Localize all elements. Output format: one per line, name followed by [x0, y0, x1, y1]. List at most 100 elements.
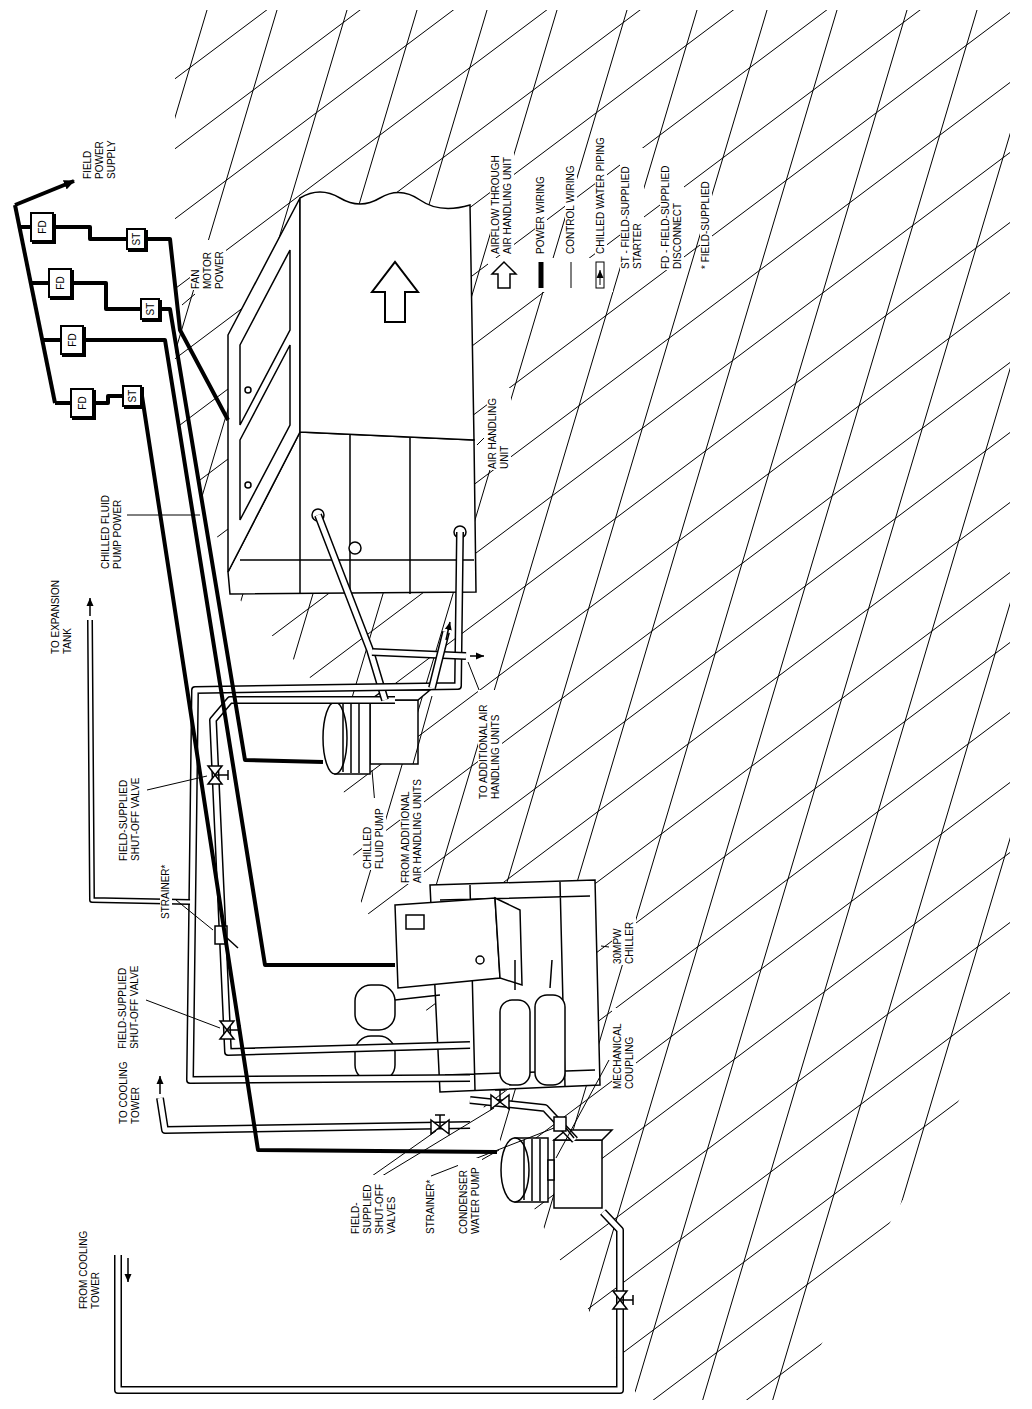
- floor-grid-line: [0, 1046, 1032, 1409]
- leader-line: [127, 294, 609, 1176]
- callout-label: 30MPW CHILLER: [612, 913, 636, 965]
- callout-label: CONDENSER WATER PUMP: [458, 1158, 482, 1235]
- chiller-unit: [395, 898, 500, 988]
- callout-label: MECHANICAL COUPLING: [612, 1008, 636, 1090]
- air-handling-unit: [228, 192, 476, 594]
- floor-grid-line: [0, 0, 1032, 350]
- flow-arrow: [89, 598, 91, 616]
- pipe-outline: [470, 1100, 575, 1140]
- floor-grid-line: [0, 0, 1032, 140]
- pipe-outline: [118, 1212, 620, 1390]
- leader-line: [182, 294, 195, 305]
- legend-sample: [488, 258, 613, 292]
- valve-symbol: [495, 1090, 505, 1102]
- condenser-water-pump: [501, 1138, 529, 1202]
- callout-label: FAN MOTOR POWER: [190, 240, 226, 290]
- floor-grid-line: [0, 206, 1032, 980]
- legend-sample: [571, 262, 572, 288]
- leader-line: [413, 696, 432, 764]
- floor-grid-line: [0, 626, 1032, 1400]
- node-label: ST: [131, 233, 142, 246]
- legend-sample: [600, 270, 601, 285]
- chilled-fluid-pump: [343, 703, 359, 773]
- disconnect-box: FD: [48, 268, 72, 298]
- leader-line: [176, 900, 213, 930]
- valve-symbol: [435, 1115, 445, 1127]
- floor-grid-line: [0, 556, 1032, 1330]
- legend-text: AIRFLOW THROUGH AIR HANDLING UNIT: [490, 148, 514, 255]
- air-handling-unit: [349, 542, 361, 554]
- air-handling-unit: [240, 345, 290, 520]
- legend-sample: [539, 262, 544, 288]
- floor-grid-line: [0, 0, 210, 1409]
- floor-grid-line: [0, 976, 1032, 1409]
- power-wiring: [146, 239, 228, 420]
- power-wiring: [15, 181, 497, 1152]
- chilled-fluid-pump: [370, 700, 418, 764]
- power-wire: [72, 283, 140, 309]
- floor-grid-line: [0, 0, 1032, 700]
- chiller-unit: [476, 956, 484, 964]
- condenser-water-pump: [524, 1139, 540, 1201]
- chiller-unit: [406, 915, 424, 929]
- chiller-unit: [355, 985, 395, 1030]
- flow-arrow: [90, 598, 484, 1282]
- callout-label: FROM ADDITIONAL AIR HANDLING UNITS: [400, 774, 424, 884]
- floor-grid-line: [0, 0, 1032, 420]
- flow-arrow: [127, 1258, 129, 1282]
- floor-grid-line: [910, 0, 1032, 1409]
- disconnect-box: FD: [30, 212, 54, 242]
- leader-line: [477, 438, 484, 445]
- pipe-fill: [190, 532, 470, 1080]
- floor-grid-line: [140, 0, 560, 1409]
- floor-grid-line: [0, 276, 1032, 1050]
- power-wiring: [19, 227, 70, 403]
- chiller-unit: [395, 960, 552, 1050]
- air-handling-unit: [300, 192, 474, 440]
- floor-grid-line: [0, 696, 1032, 1409]
- callout-label: STRAINER*: [425, 1179, 437, 1235]
- valve-symbol: [620, 1295, 633, 1305]
- callout-label: FROM COOLING TOWER: [78, 1223, 102, 1310]
- floor-grid-line: [0, 1116, 1032, 1409]
- floor-grid-line: [0, 1326, 1032, 1409]
- air-handling-unit: [372, 262, 418, 322]
- callout-label: AIR HANDLING UNIT: [487, 388, 511, 470]
- leader-line: [146, 1000, 220, 1028]
- floor-grid-line: [630, 0, 1032, 1409]
- callout-label: FIELD POWER SUPPLY: [82, 130, 118, 180]
- pipe-outline: [160, 1098, 470, 1130]
- legend-sample: [492, 262, 516, 288]
- floor-grid-line: [0, 0, 1032, 70]
- flow-arrow: [470, 655, 484, 657]
- pipe-outline: [372, 652, 466, 656]
- pipe-fill: [470, 1100, 575, 1140]
- callout-label: STRAINER*: [160, 864, 172, 920]
- callout-label: FIELD-SUPPLIED SHUT-OFF VALVE: [118, 760, 142, 862]
- floor-grid-line: [0, 836, 1032, 1409]
- floor-grid-line: [0, 0, 1032, 630]
- floor-grid-line: [700, 0, 1032, 1409]
- floor-grid-line: [210, 0, 630, 1409]
- floor-grid-line: [0, 416, 1032, 1190]
- floor-grid-line: [0, 136, 1032, 910]
- legend-sample: [596, 262, 604, 288]
- power-wiring: [15, 181, 74, 205]
- node-label: FD: [55, 276, 66, 289]
- callout-label: TO EXPANSION TANK: [50, 563, 74, 655]
- floor-grid-line: [0, 1186, 1032, 1409]
- strainer-symbol: [554, 1117, 566, 1131]
- pipe-outline: [318, 515, 385, 700]
- chiller-unit: [535, 995, 565, 1085]
- legend-text: POWER WIRING: [535, 175, 547, 255]
- pipe-fill: [118, 1212, 620, 1390]
- flow-arrow: [159, 1076, 161, 1094]
- pipe-fill: [432, 632, 446, 688]
- floor-grid-line: [0, 0, 1032, 210]
- legend-text: CHILLED WATER PIPING: [595, 136, 607, 255]
- floor-grid-line: [0, 0, 1032, 770]
- flow-arrow: [446, 622, 450, 640]
- air-handling-unit: [245, 387, 251, 393]
